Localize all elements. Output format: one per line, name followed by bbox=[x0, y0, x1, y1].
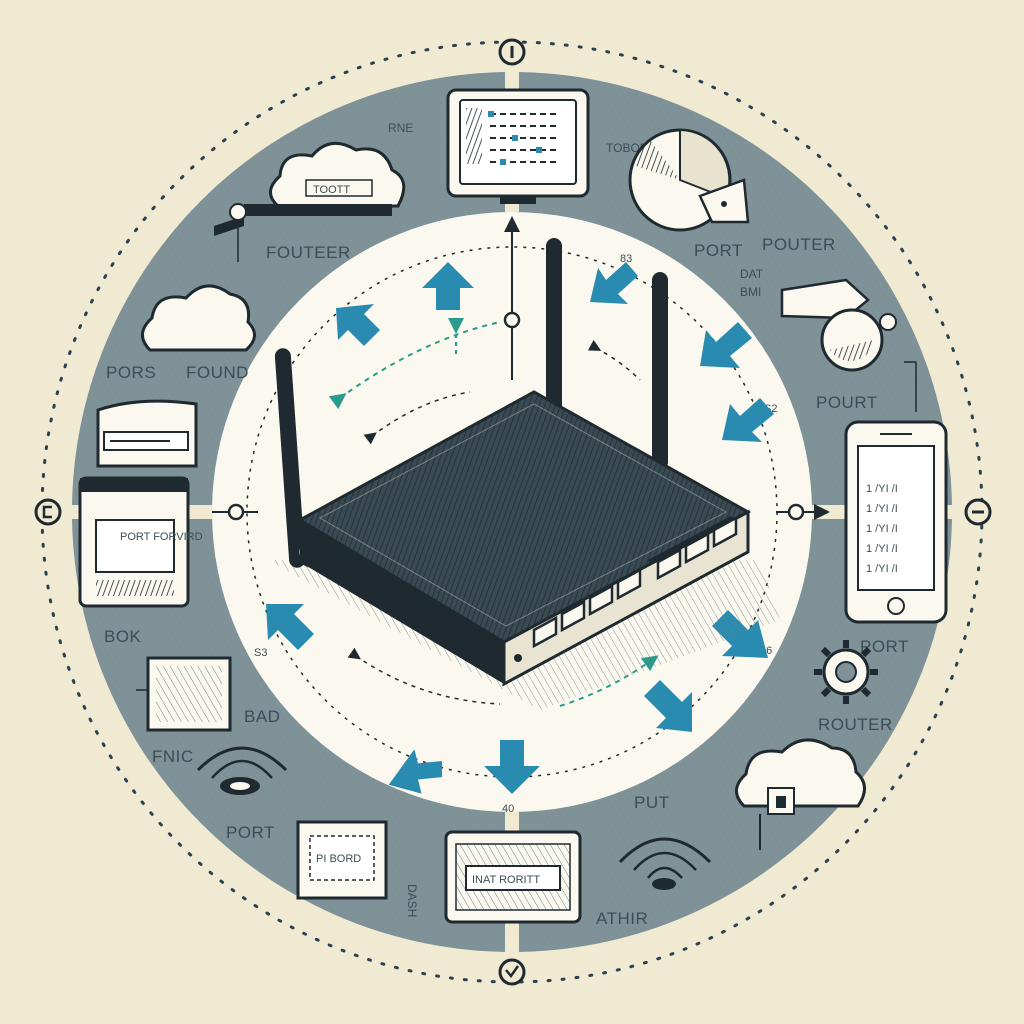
phone-row-1: 1 /YI /I bbox=[866, 483, 898, 495]
node-right-icon bbox=[964, 498, 992, 526]
arrow-down-left-1 bbox=[590, 262, 638, 304]
arrow-down-right bbox=[644, 680, 692, 732]
label-port-bottom-left: PORT bbox=[226, 823, 275, 842]
node-left-icon bbox=[34, 498, 62, 526]
label-pouter: POUTER bbox=[762, 235, 836, 254]
label-put: PUT bbox=[634, 793, 670, 812]
label-port-top-right: PORT bbox=[694, 241, 743, 260]
label-athir: ATHIR bbox=[596, 909, 648, 928]
label-bok: BOK bbox=[104, 627, 142, 646]
teal-arrows bbox=[266, 262, 774, 794]
label-bad: BAD bbox=[244, 707, 280, 726]
cloud-left-icon bbox=[141, 284, 256, 352]
svg-text:PI BORD: PI BORD bbox=[316, 853, 361, 865]
svg-text:PORT FORVIRD: PORT FORVIRD bbox=[120, 531, 203, 543]
arrow-up-left bbox=[336, 304, 380, 346]
label-bmi: BMI bbox=[740, 285, 761, 299]
label-dat: DAT bbox=[740, 267, 764, 281]
connector-top-icon bbox=[503, 216, 521, 380]
port-forward-box-icon: PORT FORVIRD bbox=[78, 476, 203, 608]
svg-text:TOOTT: TOOTT bbox=[313, 184, 350, 196]
arrow-down-left-3 bbox=[722, 398, 774, 442]
node-bottom-icon bbox=[498, 958, 526, 986]
pie-chart-icon bbox=[628, 128, 750, 232]
connector-left-icon bbox=[212, 503, 258, 521]
label-s3: S3 bbox=[254, 647, 267, 659]
document-card-icon: PI BORD bbox=[296, 820, 388, 900]
wifi-bottom-right-icon bbox=[618, 837, 712, 890]
monitor-icon bbox=[446, 88, 590, 204]
server-icon bbox=[96, 399, 198, 468]
arrow-down-left-2 bbox=[700, 322, 752, 368]
label-dash: DASH bbox=[405, 884, 419, 917]
node-top-icon bbox=[498, 38, 526, 66]
phone-icon: 1 /YI /I 1 /YI /I 1 /YI /I 1 /YI /I 1 /Y… bbox=[844, 420, 948, 624]
label-83: 83 bbox=[620, 253, 632, 265]
phone-row-4: 1 /YI /I bbox=[866, 543, 898, 555]
arrow-up-right-2 bbox=[388, 749, 443, 794]
cloud-bottom-right-icon bbox=[735, 738, 866, 850]
wifi-bottom-left-icon bbox=[196, 746, 288, 795]
gear-icon bbox=[814, 640, 878, 704]
router-small-icon bbox=[214, 203, 392, 262]
label-40: 40 bbox=[502, 803, 514, 815]
connector-right-icon bbox=[776, 503, 830, 521]
phone-row-2: 1 /YI /I bbox=[866, 503, 898, 515]
label-router-right: ROUTER bbox=[818, 715, 893, 734]
label-pourt: POURT bbox=[816, 393, 878, 412]
label-port-right: PORT bbox=[860, 637, 909, 656]
phone-row-5: 1 /YI /I bbox=[866, 563, 898, 575]
label-fouteer: FOUTEER bbox=[266, 243, 351, 262]
svg-text:INAT RORITT: INAT RORITT bbox=[472, 874, 540, 886]
arrow-down bbox=[484, 740, 540, 794]
port-box-bottom-icon: INAT RORITT bbox=[444, 830, 582, 924]
machinery-icon bbox=[780, 278, 917, 412]
arrow-up bbox=[422, 262, 474, 310]
phone-row-3: 1 /YI /I bbox=[866, 523, 898, 535]
document-icon bbox=[136, 656, 232, 732]
label-pors: PORS bbox=[106, 363, 156, 382]
label-rne: RNE bbox=[388, 121, 413, 135]
cloud-icon: TOOTT bbox=[269, 141, 406, 208]
label-found: FOUND bbox=[186, 363, 249, 382]
router-icon bbox=[268, 238, 780, 710]
arrow-up-left-2 bbox=[266, 604, 314, 650]
label-fnic: FNIC bbox=[152, 747, 194, 766]
